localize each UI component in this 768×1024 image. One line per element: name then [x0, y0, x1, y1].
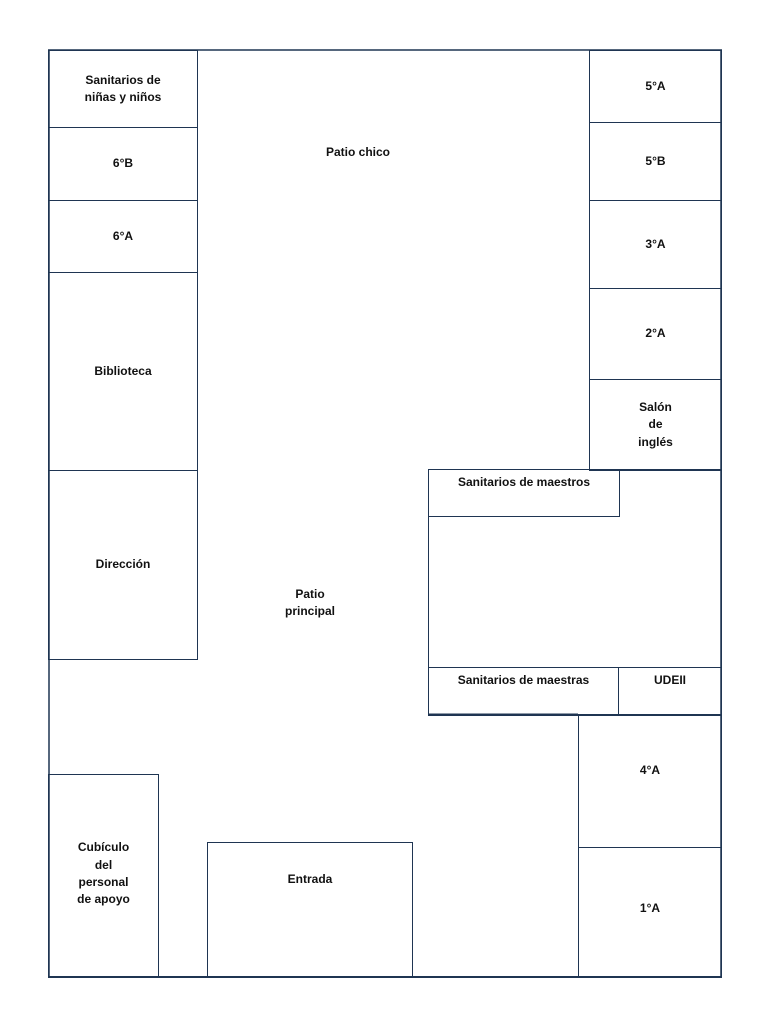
- room-sanitarios-ninos: Sanitarios de niñas y niños: [48, 50, 198, 128]
- area-patio-principal: Patio principal: [284, 587, 335, 619]
- room-label: Cubículo del personal de apoyo: [77, 840, 130, 907]
- room-label: 5°B: [645, 153, 666, 168]
- room-label: Dirección: [95, 557, 151, 572]
- room-3a: 3°A: [589, 200, 722, 289]
- room-sanitarios-maestras: Sanitarios de maestras: [428, 667, 619, 715]
- room-label: 6°B: [112, 156, 134, 171]
- room-4a: 4°A: [578, 714, 722, 848]
- room-sanitarios-maestros: Sanitarios de maestros: [428, 469, 620, 517]
- room-label: Sanitarios de maestros: [457, 475, 591, 490]
- room-label: 1°A: [639, 900, 661, 915]
- room-6b: 6°B: [48, 127, 198, 201]
- room-label: 2°A: [645, 326, 666, 341]
- room-label: 6°A: [112, 228, 134, 243]
- room-udeii: UDEII: [618, 667, 722, 715]
- room-biblioteca: Biblioteca: [48, 272, 198, 471]
- room-6a: 6°A: [48, 200, 198, 273]
- entrance: Entrada: [207, 842, 413, 978]
- room-5b: 5°B: [589, 122, 722, 201]
- room-label: 3°A: [645, 236, 666, 251]
- area-patio-chico: Patio chico: [325, 145, 390, 159]
- room-2a: 2°A: [589, 288, 722, 380]
- entrance-label: Entrada: [287, 872, 333, 886]
- room-label: 5°A: [645, 78, 666, 93]
- room-cubiculo: Cubículo del personal de apoyo: [48, 774, 159, 978]
- room-label: Biblioteca: [94, 363, 152, 378]
- room-label: Salón de inglés: [638, 399, 673, 449]
- room-1a: 1°A: [578, 847, 722, 978]
- room-label: Sanitarios de maestras: [457, 673, 590, 688]
- room-label: Sanitarios de niñas y niños: [84, 72, 162, 104]
- room-direccion: Dirección: [48, 470, 198, 660]
- room-salon-ingles: Salón de inglés: [589, 379, 722, 471]
- room-label: UDEII: [653, 673, 686, 688]
- room-label: 4°A: [639, 763, 661, 778]
- room-5a: 5°A: [589, 50, 722, 123]
